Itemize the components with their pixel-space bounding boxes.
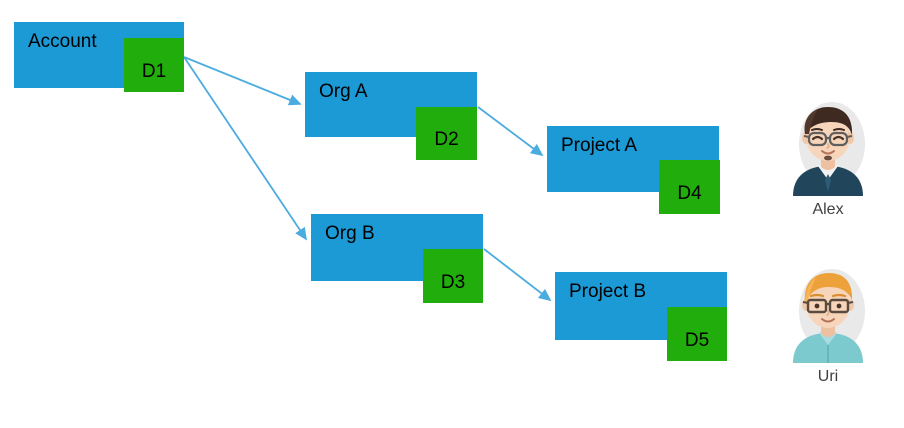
node-project-b[interactable]: Project B D5	[555, 272, 741, 364]
node-org-a[interactable]: Org A D2	[305, 72, 491, 164]
node-project-b-badge-label: D5	[684, 330, 710, 351]
node-org-a-label: Org A	[319, 81, 368, 102]
node-org-a-badge[interactable]: D2	[416, 107, 477, 160]
node-project-a-badge-label: D4	[677, 183, 702, 204]
node-account-label: Account	[28, 31, 97, 52]
node-project-a-badge[interactable]: D4	[659, 160, 720, 214]
person-uri-name: Uri	[817, 368, 839, 385]
node-project-b-badge[interactable]: D5	[667, 307, 727, 361]
node-account-badge-label: D1	[141, 61, 167, 82]
node-org-b-badge[interactable]: D3	[423, 249, 483, 303]
person-glasses-blond-hair-avatar	[793, 269, 865, 363]
node-org-a-badge-label: D2	[434, 129, 459, 150]
arrow-account-to-org-b	[183, 56, 308, 241]
person-alex[interactable]: Alex	[785, 100, 871, 225]
person-glasses-dark-hair-avatar	[793, 102, 865, 196]
node-project-a-label: Project A	[561, 135, 638, 156]
node-account[interactable]: Account D1	[14, 22, 198, 98]
node-org-b-badge-label: D3	[440, 272, 466, 293]
node-project-a[interactable]: Project A D4	[547, 126, 733, 218]
node-org-b-label: Org B	[325, 223, 375, 244]
person-alex-name: Alex	[812, 201, 844, 218]
arrow-account-to-org-a	[183, 56, 302, 106]
node-project-b-label: Project B	[569, 281, 647, 302]
node-org-b[interactable]: Org B D3	[311, 214, 497, 306]
person-uri[interactable]: Uri	[785, 267, 871, 392]
node-account-badge[interactable]: D1	[124, 38, 184, 92]
